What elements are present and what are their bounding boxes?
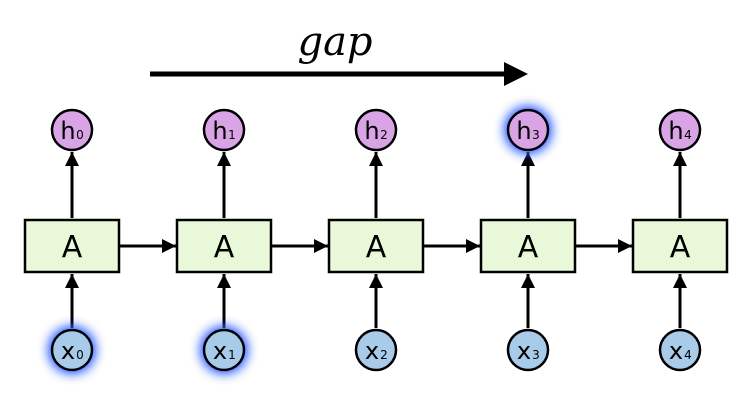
hidden-label-0: h — [60, 117, 75, 145]
cell-label-0: A — [62, 230, 83, 265]
output-arrow-2-head — [369, 152, 383, 166]
hidden-subscript-0: 0 — [76, 128, 84, 142]
hidden-subscript-1: 1 — [228, 128, 236, 142]
hidden-node-4 — [658, 108, 702, 152]
gap-label: gap — [297, 19, 372, 65]
hidden-subscript-4: 4 — [684, 128, 692, 142]
input-subscript-2: 2 — [380, 348, 388, 362]
hidden-label-4: h — [668, 117, 683, 145]
cell-label-1: A — [214, 230, 235, 265]
cell-box-1 — [175, 218, 273, 274]
input-node-1 — [202, 328, 246, 372]
hidden-label-1: h — [212, 117, 227, 145]
input-label-4: x — [669, 337, 683, 365]
hidden-node-0 — [50, 108, 94, 152]
hidden-subscript-2: 2 — [380, 128, 388, 142]
input-node-0 — [50, 328, 94, 372]
input-label-2: x — [365, 337, 379, 365]
input-arrow-2-head — [369, 274, 383, 288]
hidden-node-1 — [202, 108, 246, 152]
input-arrow-0-head — [65, 274, 79, 288]
output-arrow-4-head — [673, 152, 687, 166]
output-arrow-0-head — [65, 152, 79, 166]
cell-label-3: A — [518, 230, 539, 265]
input-node-3 — [506, 328, 550, 372]
output-arrow-1-head — [217, 152, 231, 166]
input-arrow-4-head — [673, 274, 687, 288]
cell-box-3 — [479, 218, 577, 274]
hidden-node-2 — [354, 108, 398, 152]
recurrent-arrow-1-head — [314, 239, 328, 253]
recurrent-arrow-0-head — [162, 239, 176, 253]
cell-box-4 — [631, 218, 729, 274]
input-subscript-3: 3 — [532, 348, 540, 362]
input-arrow-1-head — [217, 274, 231, 288]
input-subscript-4: 4 — [684, 348, 692, 362]
hidden-label-3: h — [516, 117, 531, 145]
recurrent-arrow-2-head — [466, 239, 480, 253]
cell-label-2: A — [366, 230, 387, 265]
hidden-node-3 — [506, 108, 550, 152]
hidden-subscript-3: 3 — [532, 128, 540, 142]
gap-arrow-head — [504, 62, 528, 86]
input-label-1: x — [213, 337, 227, 365]
cell-label-4: A — [670, 230, 691, 265]
cell-box-2 — [327, 218, 425, 274]
input-subscript-1: 1 — [228, 348, 236, 362]
input-subscript-0: 0 — [76, 348, 84, 362]
input-node-2 — [354, 328, 398, 372]
input-arrow-3-head — [521, 274, 535, 288]
input-label-3: x — [517, 337, 531, 365]
input-label-0: x — [61, 337, 75, 365]
output-arrow-3-head — [521, 152, 535, 166]
input-node-4 — [658, 328, 702, 372]
recurrent-arrow-3-head — [618, 239, 632, 253]
hidden-label-2: h — [364, 117, 379, 145]
